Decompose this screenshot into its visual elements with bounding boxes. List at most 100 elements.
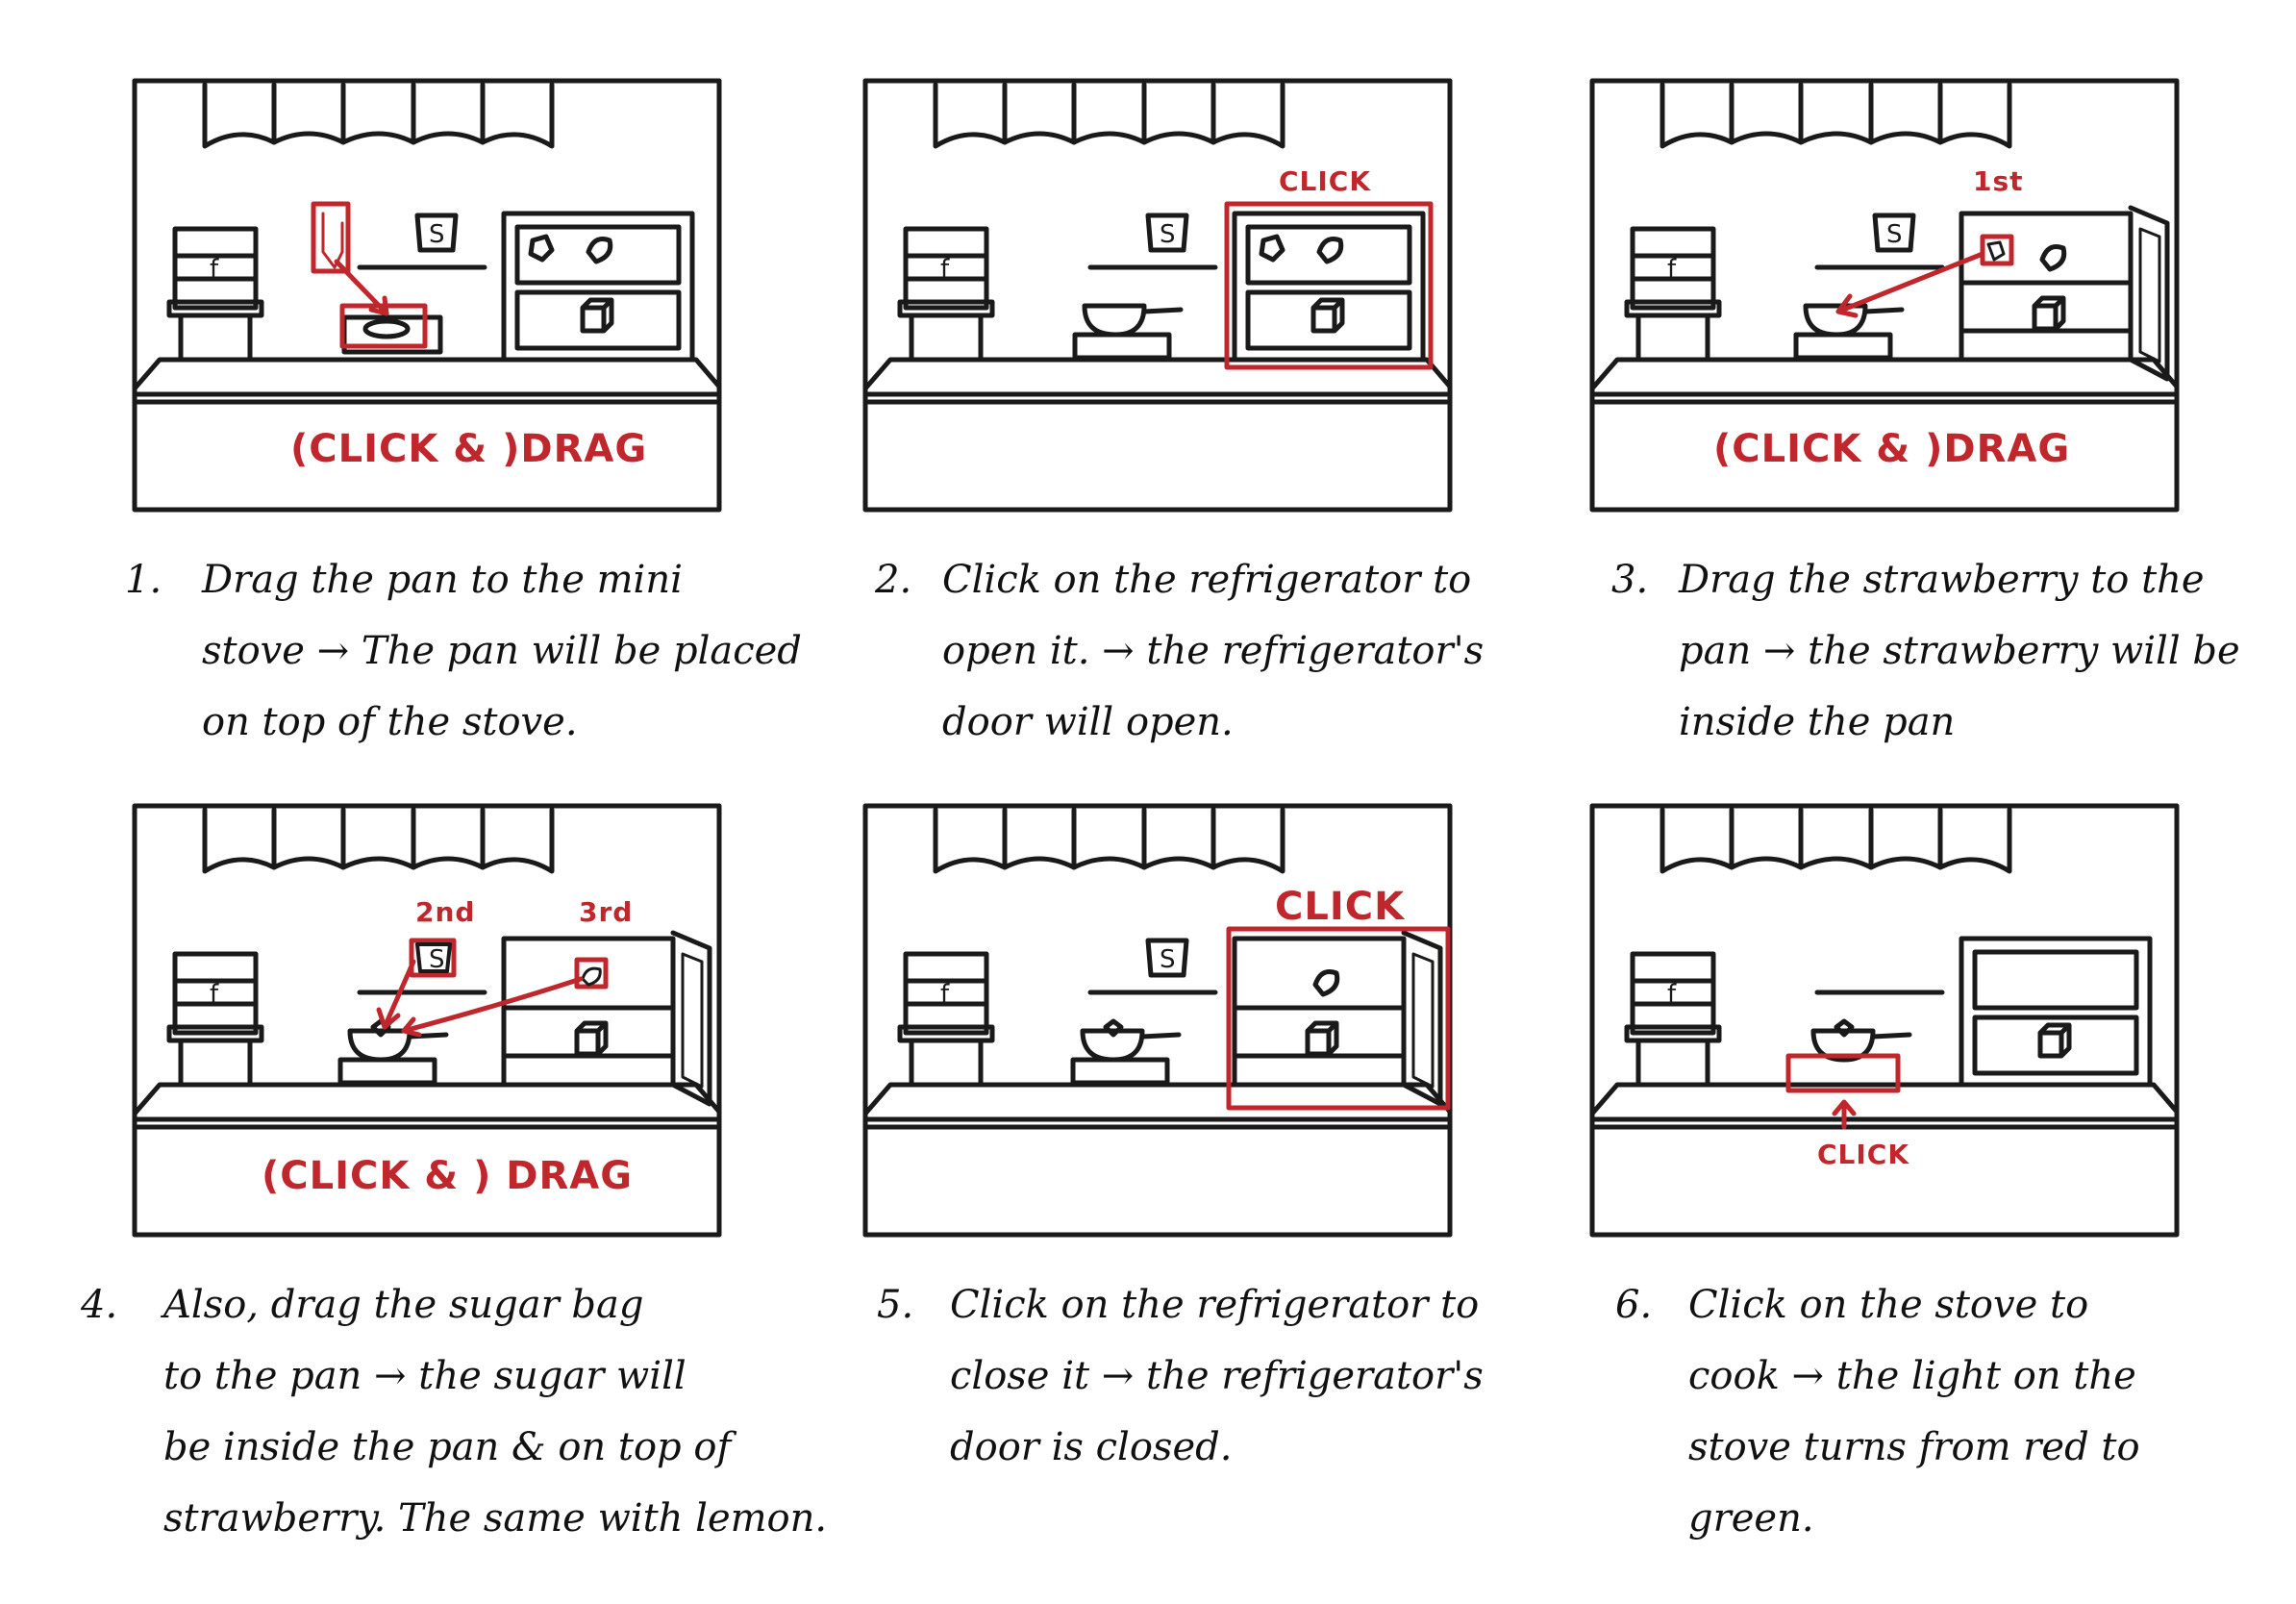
- chair-seat: [1624, 299, 1722, 318]
- panel-frame: [1589, 803, 2180, 1238]
- pan-handle-sketch: [321, 212, 344, 269]
- panel-frame: [132, 803, 722, 1238]
- pan-icon: [1082, 303, 1147, 338]
- storyboard-panel-3: f S 1st (CLICK & )DRAG: [1589, 78, 2181, 514]
- caption-line: green.: [1688, 1496, 1814, 1541]
- pan-icon: [1803, 303, 1868, 338]
- caption-line: pan → the strawberry will be: [1679, 629, 2240, 673]
- pan-icon: [1810, 1028, 1876, 1063]
- svg-text:f: f: [940, 980, 950, 1009]
- instruction-label: (CLICK & ) DRAG: [262, 1154, 634, 1198]
- kitchen-scene: f S: [1589, 78, 2180, 513]
- lemon-icon: [2039, 244, 2067, 272]
- panel-frame: [862, 78, 1453, 513]
- svg-text:S: S: [429, 220, 445, 249]
- pan-icon: [1080, 1028, 1145, 1063]
- caption-line: Drag the strawberry to the: [1679, 558, 2205, 602]
- chair-back: [1630, 226, 1716, 311]
- butter-box-icon: [1310, 297, 1345, 334]
- caption-line: Click on the stove to: [1688, 1283, 2089, 1327]
- pan-icon: [362, 318, 411, 339]
- panel-frame: [132, 78, 722, 513]
- strawberry-highlight: [1980, 234, 2014, 266]
- storyboard-panel-5: f S CLICK: [862, 803, 1454, 1239]
- order-label: 3rd: [579, 896, 634, 928]
- lemon-icon: [1312, 969, 1340, 997]
- click-label: CLICK: [1279, 165, 1372, 197]
- storyboard-panel-1: f S (CLICK & )DRAG: [132, 78, 723, 514]
- click-label: CLICK: [1817, 1139, 1910, 1170]
- chair-seat: [166, 299, 264, 318]
- svg-text:f: f: [1667, 255, 1677, 284]
- kitchen-scene: f S: [132, 803, 722, 1238]
- caption-line: open it. → the refrigerator's: [942, 629, 1485, 673]
- refrigerator: [1959, 936, 2153, 1088]
- sugar-bag-icon: [1145, 938, 1189, 978]
- sugar-bag-icon: [1872, 213, 1916, 253]
- butter-box-icon: [1305, 1020, 1339, 1057]
- refrigerator-open: [501, 936, 676, 1088]
- caption-line: door will open.: [942, 700, 1234, 744]
- chair-back: [172, 951, 259, 1036]
- curtain: [202, 82, 555, 149]
- svg-text:f: f: [210, 980, 219, 1009]
- lemon-icon: [581, 966, 602, 987]
- panel-caption-4: 4. Also, drag the sugar bag to the pan →…: [81, 1269, 827, 1554]
- panel-caption-5: 5. Click on the refrigerator to close it…: [877, 1269, 1484, 1483]
- caption-line: be inside the pan & on top of: [163, 1425, 732, 1469]
- chair-seat: [1624, 1024, 1722, 1043]
- counter-top: [1589, 1082, 2180, 1116]
- curtain: [202, 807, 555, 874]
- fridge-door: [2128, 205, 2170, 382]
- kitchen-scene: f S: [862, 78, 1453, 513]
- mini-stove: [337, 1057, 437, 1086]
- drag-arrow: [1835, 251, 1985, 314]
- instruction-label: (CLICK & )DRAG: [290, 427, 648, 471]
- step-number: 6.: [1615, 1283, 1653, 1327]
- panel-frame: [1589, 78, 2180, 513]
- lemon-icon: [1316, 237, 1344, 264]
- panel-caption-3: 3. Drag the strawberry to the pan → the …: [1611, 544, 2240, 758]
- stove-highlight: [1785, 1053, 1901, 1093]
- chair-seat: [897, 299, 995, 318]
- caption-line: door is closed.: [950, 1425, 1233, 1469]
- caption-line: Drag the pan to the mini: [202, 558, 683, 602]
- step-number: 2.: [875, 558, 912, 602]
- caption-line: Click on the refrigerator to: [942, 558, 1472, 602]
- drag-arrow-lemon: [401, 976, 584, 1034]
- caption-line: to the pan → the sugar will: [163, 1354, 686, 1398]
- lemon-icon: [586, 237, 613, 264]
- strawberry-in-pan-icon: [1834, 1018, 1855, 1038]
- caption-line: stove → The pan will be placed: [202, 629, 802, 673]
- instruction-label: (CLICK & )DRAG: [1713, 427, 2071, 471]
- click-label: CLICK: [1275, 885, 1406, 929]
- refrigerator: [1232, 211, 1426, 363]
- pan-icon: [347, 1028, 412, 1063]
- refrigerator-open: [1232, 936, 1407, 1088]
- storyboard-panel-2: f S CLICK: [862, 78, 1454, 514]
- fridge-door: [670, 930, 712, 1107]
- step-number: 3.: [1611, 558, 1649, 602]
- svg-text:f: f: [940, 255, 950, 284]
- panel-caption-6: 6. Click on the stove to cook → the ligh…: [1615, 1269, 2140, 1554]
- butter-box-icon: [580, 297, 614, 334]
- svg-text:S: S: [429, 945, 445, 974]
- lemon-highlight: [574, 957, 609, 990]
- butter-box-icon: [2037, 1022, 2072, 1059]
- mini-stove: [1793, 332, 1893, 361]
- kitchen-scene: f S: [862, 803, 1453, 1238]
- chair-back: [903, 951, 989, 1036]
- curtain: [933, 807, 1285, 874]
- pan-highlight: [311, 201, 351, 274]
- order-label: 1st: [1973, 165, 2024, 197]
- chair-seat: [897, 1024, 995, 1043]
- caption-line: stove turns from red to: [1688, 1425, 2140, 1469]
- sugar-bag-icon: [415, 942, 452, 973]
- butter-box-icon: [574, 1020, 609, 1057]
- curtain: [933, 82, 1285, 149]
- step-number: 4.: [81, 1283, 118, 1327]
- strawberry-icon: [1259, 234, 1285, 263]
- chair-back: [903, 226, 989, 311]
- caption-line: on top of the stove.: [202, 700, 578, 744]
- chair-emblem: f: [210, 255, 219, 284]
